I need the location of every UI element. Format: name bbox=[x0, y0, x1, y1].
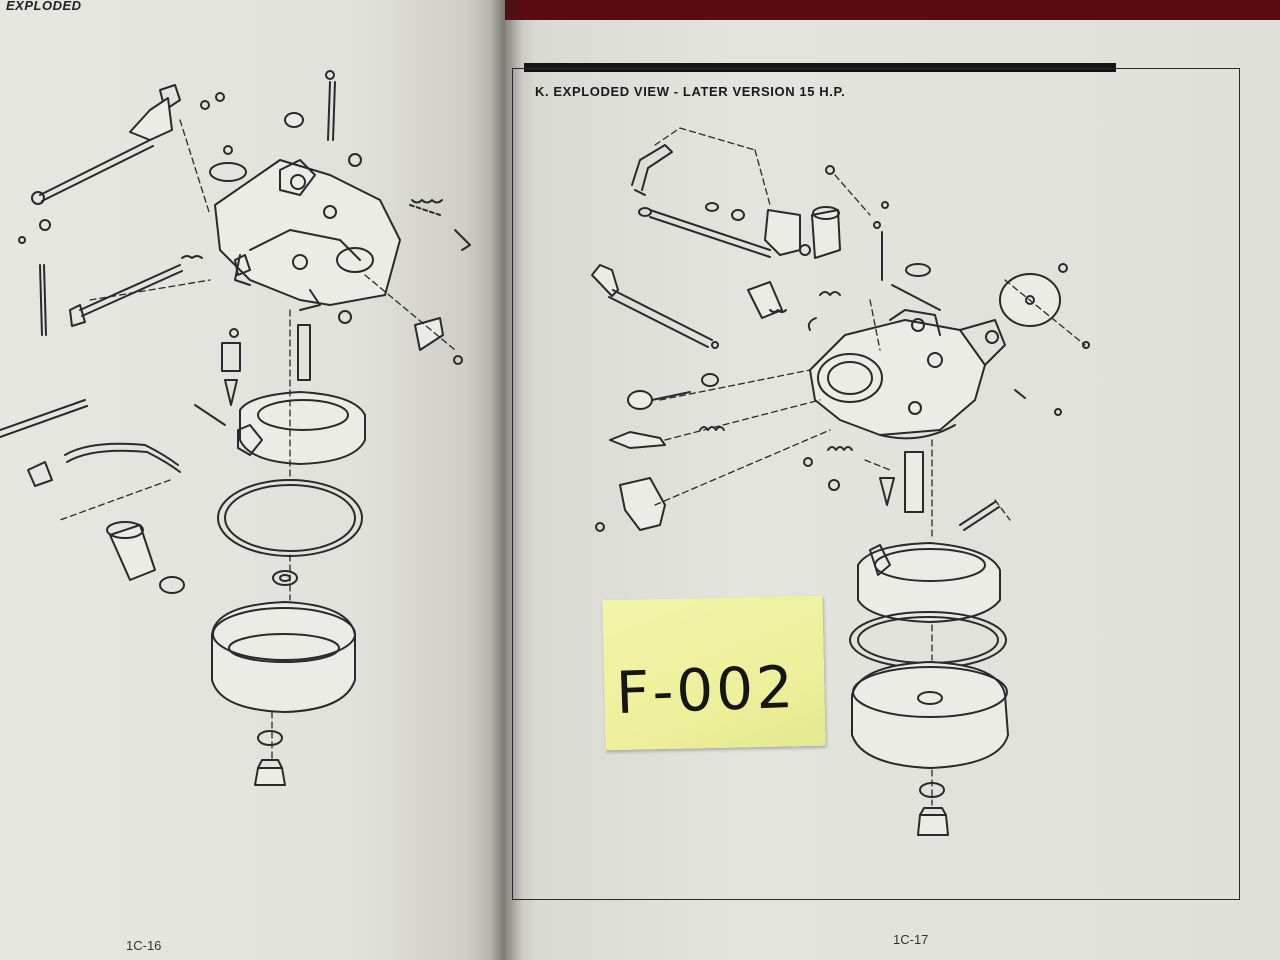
left-fuel-fitting bbox=[106, 521, 185, 594]
right-float bbox=[857, 542, 1001, 623]
right-carburetor-body bbox=[809, 309, 1006, 440]
left-carburetor-body bbox=[214, 159, 401, 311]
left-manual-page bbox=[0, 0, 505, 960]
right-page-frame bbox=[512, 68, 1240, 900]
left-small-parts bbox=[18, 70, 471, 365]
left-choke-rod bbox=[0, 399, 181, 487]
left-gasket bbox=[217, 479, 363, 557]
sticky-note-label: F-002 bbox=[614, 652, 798, 728]
left-float bbox=[237, 391, 366, 465]
left-assembly-leaders bbox=[59, 119, 456, 761]
left-washer bbox=[272, 570, 298, 586]
right-assembly-leaders bbox=[654, 127, 1086, 806]
left-float-bowl bbox=[211, 601, 356, 713]
right-page-header-bar bbox=[524, 63, 1116, 72]
right-float-bowl bbox=[851, 661, 1009, 769]
section-title: K. EXPLODED VIEW - LATER VERSION 15 H.P. bbox=[535, 84, 846, 99]
left-throttle-lever bbox=[31, 84, 181, 205]
right-page-number: 1C-17 bbox=[893, 932, 929, 947]
left-page-header: EXPLODED bbox=[6, 0, 82, 13]
book-gutter-shadow bbox=[490, 0, 522, 960]
right-needle-valve-parts bbox=[879, 451, 1000, 531]
right-choke-shaft bbox=[591, 264, 719, 349]
right-drain-plug bbox=[917, 782, 949, 836]
right-choke-lever bbox=[764, 206, 841, 259]
right-linkage-wire bbox=[631, 144, 673, 196]
right-throttle-shaft bbox=[638, 165, 889, 281]
left-needle-valve-parts bbox=[194, 324, 311, 426]
left-drain-plug bbox=[254, 730, 286, 786]
left-page-number: 1C-16 bbox=[126, 938, 162, 953]
